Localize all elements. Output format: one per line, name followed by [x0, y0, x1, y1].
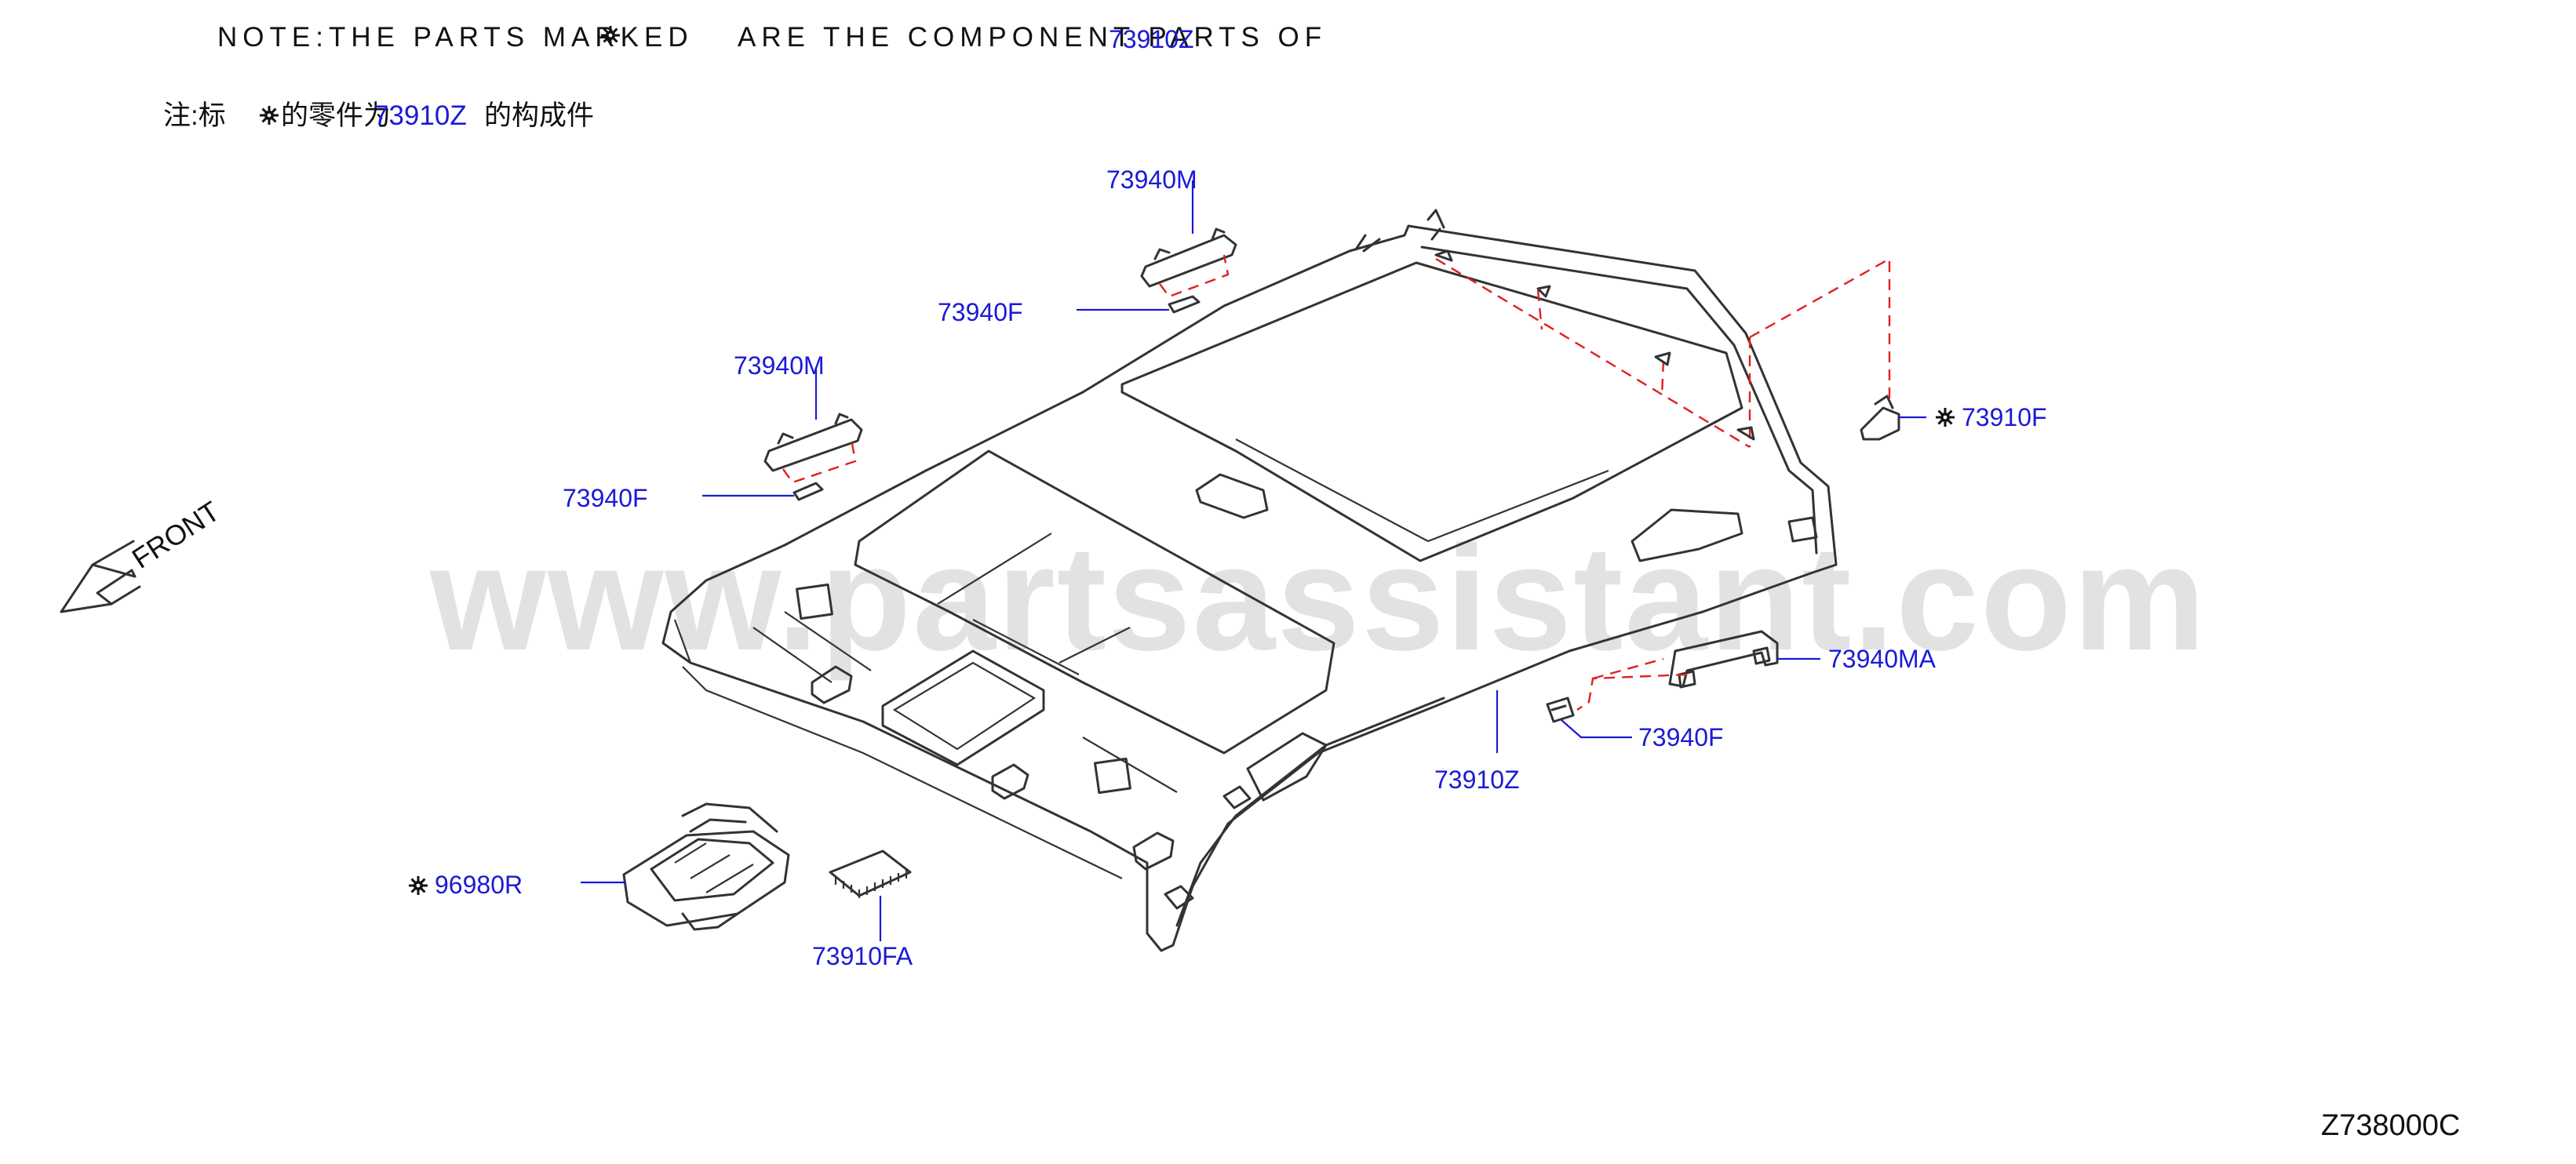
grab-handle-73940M-left-icon — [763, 413, 863, 501]
grab-handle-73940MA-icon — [1668, 630, 1779, 689]
note-ref-73910Z[interactable]: 73910Z — [1109, 25, 1194, 53]
note-suffix: ARE THE COMPONENT PARTS OF — [738, 22, 1328, 53]
roof-panel-outlines — [854, 261, 1743, 755]
pad-73910FA-icon — [829, 849, 912, 898]
note-cn-ref-73910Z[interactable]: 73910Z — [373, 100, 467, 131]
clip-73910F-icon — [1860, 395, 1900, 441]
watermark: www.partsassistant.com — [430, 515, 2207, 682]
note-cn-prefix: 注:标 — [163, 100, 226, 131]
component-mark-gear-icon — [600, 25, 621, 45]
headlining-73910Z-outline — [661, 224, 1838, 952]
front-arrow-icon — [60, 540, 141, 613]
part-label-73940M-left[interactable]: 73940M — [734, 351, 825, 380]
part-label-73940F-right[interactable]: 73940F — [1638, 723, 1724, 751]
grab-handle-73940M-top-icon — [1140, 227, 1237, 314]
diagram-code: Z738000C — [2321, 1109, 2461, 1142]
clip-73940F-right-icon — [1546, 697, 1575, 723]
part-label-73940F-left[interactable]: 73940F — [563, 484, 648, 512]
part-label-73940F-top[interactable]: 73940F — [938, 298, 1023, 326]
part-label-96980R[interactable]: 96980R — [435, 871, 523, 899]
note-cn-mid: 的零件为 — [281, 100, 392, 131]
part-label-73940MA[interactable]: 73940MA — [1828, 645, 1936, 673]
note-cn-suffix: 的构成件 — [484, 100, 595, 131]
component-mark-gear-icon-cn — [259, 105, 279, 125]
part-label-73910F[interactable]: 73910F — [1962, 403, 2047, 431]
part-label-73910FA[interactable]: 73910FA — [812, 942, 913, 970]
part-label-73940M-top[interactable]: 73940M — [1106, 166, 1197, 194]
component-mark-gear-icon-73910F — [1935, 407, 1955, 427]
map-lamp-96980R-icon — [622, 802, 790, 931]
rear-recess-details — [1246, 209, 1818, 802]
front-console-details — [752, 473, 1269, 910]
part-label-73910Z[interactable]: 73910Z — [1434, 766, 1520, 794]
component-mark-gear-icon-96980R — [408, 875, 428, 896]
